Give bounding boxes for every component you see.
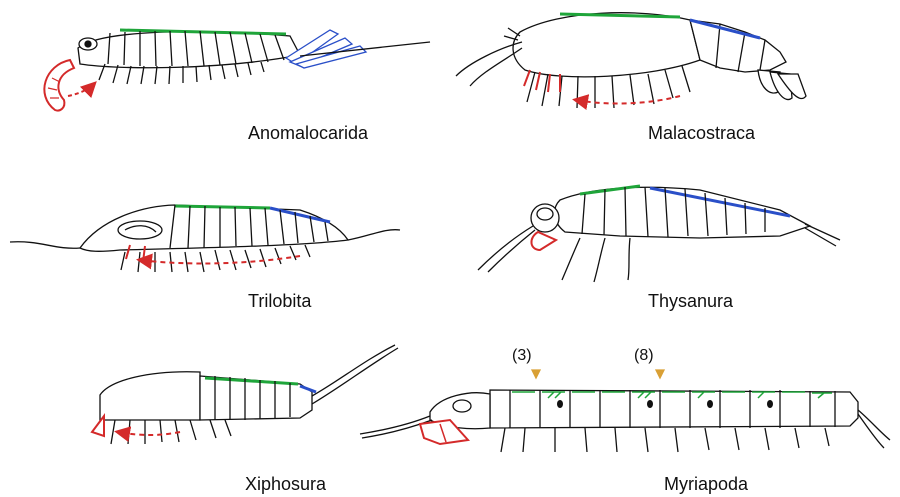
label-malacostraca: Malacostraca (648, 123, 756, 143)
label-trilobita: Trilobita (248, 291, 312, 311)
myriapoda-legs (501, 428, 829, 452)
marker-3-label: (3) (512, 347, 532, 364)
trilobita-figure (10, 205, 400, 272)
thysanura-figure (478, 186, 840, 282)
thysanura-legs (562, 238, 630, 282)
trilobita-eye-ridge (118, 221, 162, 239)
marker-8-arrow (656, 370, 664, 378)
anomalocarida-frontal-appendage (44, 60, 74, 111)
malacostraca-abdomen (690, 20, 786, 72)
label-anomalocarida: Anomalocarida (248, 123, 369, 143)
malacostraca-figure (456, 13, 806, 108)
label-xiphosura: Xiphosura (245, 474, 327, 494)
marker-3-arrow (532, 370, 540, 378)
thysanura-mouthparts (531, 232, 556, 250)
label-myriapoda: Myriapoda (664, 474, 749, 494)
xiphosura-legs (111, 420, 231, 444)
myriapoda-figure (360, 370, 890, 452)
marker-8-label: (8) (634, 347, 654, 364)
anomalocarida-tail-fan (286, 30, 366, 68)
label-thysanura: Thysanura (648, 291, 734, 311)
anomalocarida-figure (44, 30, 430, 111)
xiphosura-figure (92, 345, 398, 444)
malacostraca-tail-fan (758, 70, 806, 100)
